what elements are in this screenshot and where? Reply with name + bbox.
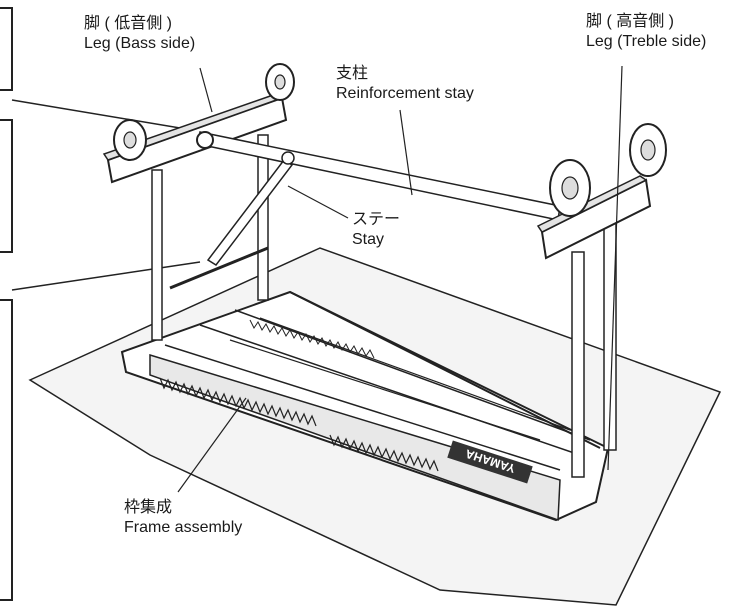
treble-leg-beam-top bbox=[536, 175, 648, 233]
label-leg-bass: 脚 ( 低音側 ) Leg (Bass side) bbox=[84, 14, 195, 54]
label-leg-bass-en: Leg (Bass side) bbox=[84, 35, 196, 52]
treble-leg-post-left bbox=[571, 251, 585, 478]
label-reinforcement-stay-jp: 支柱 bbox=[336, 65, 369, 82]
label-leg-treble: 脚 ( 高音側 ) Leg (Treble side) bbox=[586, 12, 706, 52]
label-stay-jp: ステー bbox=[352, 211, 401, 228]
bass-leg-post-left bbox=[151, 169, 163, 341]
frame-rib bbox=[164, 344, 561, 471]
leader-stay bbox=[287, 185, 349, 219]
frame-rib bbox=[199, 324, 581, 456]
label-stay: ステー Stay bbox=[352, 210, 400, 250]
label-leg-treble-en: Leg (Treble side) bbox=[586, 33, 707, 50]
bass-leg-post-right bbox=[257, 134, 269, 301]
frame-teeth bbox=[249, 319, 375, 359]
frame-rib bbox=[229, 339, 541, 441]
label-frame-assembly-jp: 枠集成 bbox=[124, 499, 173, 516]
treble-caster-right bbox=[629, 123, 667, 177]
label-stay-en: Stay bbox=[352, 231, 385, 248]
frame-rib bbox=[234, 309, 591, 441]
frame-front-rail bbox=[149, 353, 561, 522]
rod-joint bbox=[196, 131, 214, 149]
label-frame-assembly: 枠集成 Frame assembly bbox=[124, 498, 242, 538]
callout-line bbox=[11, 261, 201, 291]
label-reinforcement-stay-en: Reinforcement stay bbox=[336, 85, 474, 102]
frame-teeth bbox=[159, 377, 317, 427]
treble-caster-left bbox=[549, 159, 591, 217]
callout-line bbox=[11, 99, 181, 129]
frame-teeth bbox=[329, 434, 439, 472]
leader-leg-bass bbox=[199, 67, 213, 113]
label-reinforcement-stay: 支柱 Reinforcement stay bbox=[336, 64, 474, 104]
label-leg-treble-jp: 脚 ( 高音側 ) bbox=[586, 13, 674, 30]
leader-frame-assembly bbox=[177, 397, 247, 493]
frame-rib bbox=[259, 317, 571, 431]
label-frame-assembly-en: Frame assembly bbox=[124, 519, 243, 536]
rod-joint bbox=[281, 151, 295, 165]
bass-caster-left bbox=[113, 119, 147, 161]
callout-bracket bbox=[0, 7, 13, 601]
bass-caster-right bbox=[265, 63, 295, 101]
leader-leg-treble bbox=[607, 65, 623, 471]
leader-reinforcement-stay bbox=[399, 109, 413, 196]
label-leg-bass-jp: 脚 ( 低音側 ) bbox=[84, 15, 172, 32]
stay-bar-lower bbox=[169, 246, 269, 290]
stay-bar bbox=[206, 159, 294, 266]
